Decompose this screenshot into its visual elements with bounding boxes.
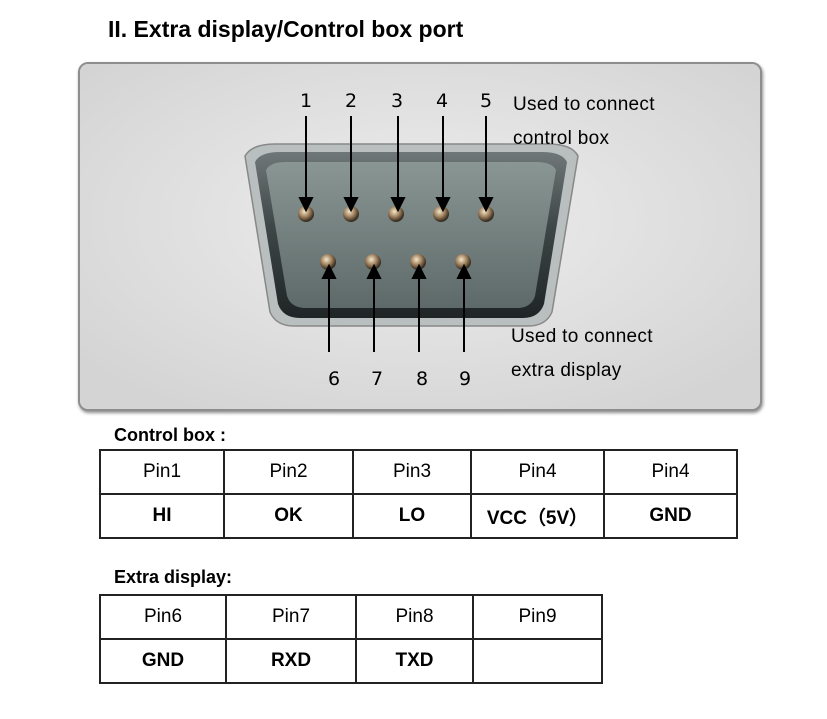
table-cell — [472, 638, 603, 684]
pin-number: 3 — [391, 90, 403, 112]
pin-number: 7 — [371, 368, 383, 390]
pin-number: 6 — [328, 368, 340, 390]
caption-line: extra display — [511, 360, 622, 381]
table-header-cell: Pin9 — [472, 594, 603, 640]
extra-display-label: Extra display: — [114, 567, 233, 587]
page-title: II. Extra display/Control box port — [108, 16, 464, 42]
caption-line: control box — [513, 128, 610, 149]
table-value-row: GND RXD TXD — [99, 638, 603, 684]
table-header-cell: Pin8 — [355, 594, 474, 640]
pin-number: 9 — [459, 368, 471, 390]
pin-number: 1 — [300, 90, 312, 112]
table-cell: TXD — [355, 638, 474, 684]
control-box-caption: Used to connect control box — [513, 88, 655, 156]
control-box-label: Control box : — [114, 425, 226, 445]
table-cell: GND — [99, 638, 227, 684]
table-value-row: HI OK LO VCC（5V） GND — [99, 493, 738, 539]
table-header-cell: Pin7 — [225, 594, 357, 640]
connector-pins — [298, 206, 494, 270]
connector-photo: 1 2 3 4 5 6 7 8 9 Used to connect contro… — [78, 62, 762, 411]
pin-number: 5 — [480, 90, 492, 112]
extra-display-table: Pin6 Pin7 Pin8 Pin9 GND RXD TXD — [99, 594, 603, 684]
table-cell: HI — [99, 493, 225, 539]
extra-display-caption: Used to connect extra display — [511, 320, 653, 388]
table-cell: OK — [223, 493, 354, 539]
table-header-row: Pin1 Pin2 Pin3 Pin4 Pin4 — [99, 449, 738, 495]
table-header-row: Pin6 Pin7 Pin8 Pin9 — [99, 594, 603, 640]
caption-line: Used to connect — [513, 94, 655, 115]
table-cell: LO — [352, 493, 472, 539]
caption-line: Used to connect — [511, 326, 653, 347]
table-header-cell: Pin3 — [352, 449, 472, 495]
db9-connector-illustration: 1 2 3 4 5 6 7 8 9 — [80, 64, 760, 409]
table-cell: RXD — [225, 638, 357, 684]
table-header-cell: Pin2 — [223, 449, 354, 495]
pin-number: 2 — [345, 90, 357, 112]
control-box-table: Pin1 Pin2 Pin3 Pin4 Pin4 HI OK LO VCC（5V… — [99, 449, 738, 539]
table-header-cell: Pin6 — [99, 594, 227, 640]
pin-number: 8 — [416, 368, 428, 390]
pin-number: 4 — [436, 90, 448, 112]
table-cell: GND — [603, 493, 738, 539]
table-cell: VCC（5V） — [470, 493, 605, 539]
table-header-cell: Pin4 — [603, 449, 738, 495]
table-header-cell: Pin4 — [470, 449, 605, 495]
pin-leader-arrows — [298, 116, 494, 352]
table-header-cell: Pin1 — [99, 449, 225, 495]
